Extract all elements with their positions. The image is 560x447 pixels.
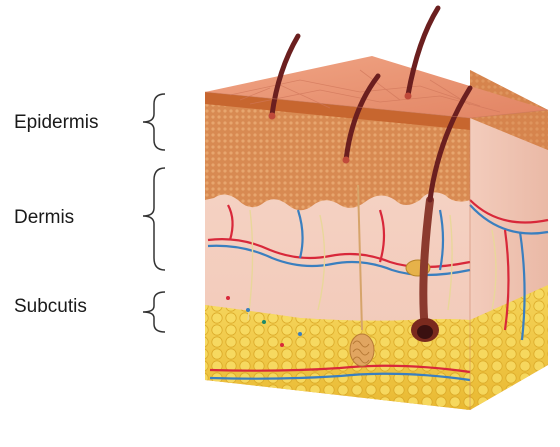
dermis-label: Dermis xyxy=(14,208,74,227)
subcutis-label: Subcutis xyxy=(14,297,87,316)
skin-block-front-face xyxy=(205,92,470,410)
skin-block-side-face xyxy=(470,70,548,410)
subcutis-bracket xyxy=(143,292,165,332)
epidermis-bracket xyxy=(143,94,165,150)
dermis-bracket xyxy=(143,168,165,270)
epidermis-label: Epidermis xyxy=(14,113,98,132)
